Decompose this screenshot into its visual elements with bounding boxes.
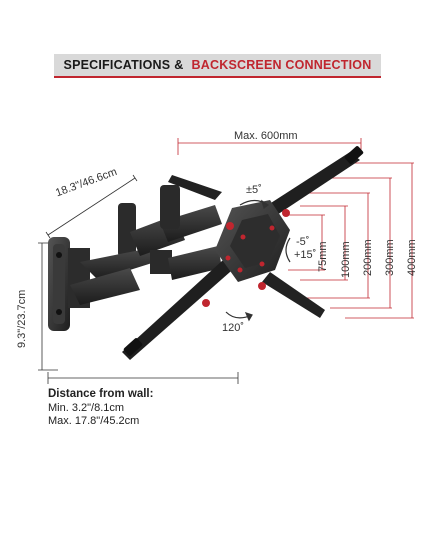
distance-from-wall: Distance from wall: Min. 3.2"/8.1cm Max.… [48, 388, 153, 428]
distance-min: Min. 3.2"/8.1cm [48, 402, 125, 414]
arm-length-dimension [45, 174, 138, 239]
vesa-300-label: 300mm [384, 239, 396, 276]
swivel-angle-label: 120˚ [222, 322, 245, 334]
vesa-dimensions [288, 162, 414, 319]
rotate-angle-label: ±5˚ [246, 184, 262, 196]
distance-dimension-line [47, 372, 239, 384]
center-plate [215, 200, 290, 282]
distance-title: Distance from wall: [48, 388, 154, 400]
header-underline [54, 76, 381, 78]
header-title-amp: & [174, 58, 184, 72]
tilt-down-angle-label: +15˚ [294, 249, 317, 261]
vesa-75-label: 75mm [317, 241, 329, 272]
header-title-part1: SPECIFICATIONS [63, 58, 171, 72]
vesa-200-label: 200mm [362, 239, 374, 276]
front-arm [160, 185, 222, 280]
max-width-label: Max. 600mm [234, 130, 298, 142]
rotate-arrow-icon [239, 199, 270, 210]
distance-max: Max. 17.8"/45.2cm [48, 415, 140, 427]
tilt-arrow-icon [285, 237, 291, 263]
header-banner: SPECIFICATIONS & BACKSCREEN CONNECTION [54, 54, 381, 76]
plate-height-label: 9.3"/23.7cm [16, 289, 28, 348]
tilt-up-angle-label: -5˚ [296, 236, 310, 248]
header-title-part2: BACKSCREEN CONNECTION [191, 58, 372, 72]
vesa-400-label: 400mm [406, 239, 418, 276]
mounting-holes [202, 209, 290, 307]
vesa-100-label: 100mm [340, 241, 352, 278]
swivel-arrow-icon [225, 311, 253, 322]
